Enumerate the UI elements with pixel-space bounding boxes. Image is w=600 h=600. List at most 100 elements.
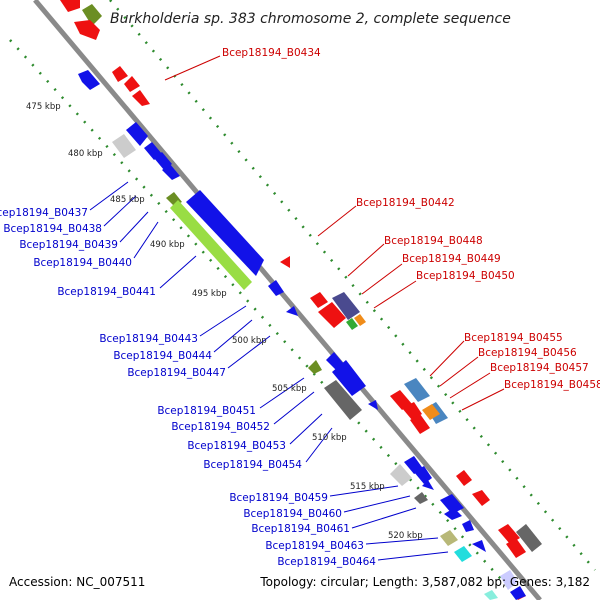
gene-cyan [484,590,498,600]
gene-lightgrey [112,134,136,158]
leader-line-B0447 [227,335,271,369]
gene-red [390,390,412,410]
kbp-label: 515 kbp [350,482,385,492]
gene-label-B0456[interactable]: Bcep18194_B0456 [478,347,577,359]
gene-red [506,538,526,558]
gene-label-B0458[interactable]: Bcep18194_B0458 [504,379,600,391]
leader-line-B0444 [213,319,253,353]
gene-blue [268,280,284,296]
topology-text: Topology: circular; Length: 3,587,082 bp… [259,575,590,589]
gene-label-B0451[interactable]: Bcep18194_B0451 [157,405,256,417]
gene-red [132,90,150,106]
gene-khaki [440,530,458,546]
leader-line-B0458 [461,388,505,411]
leader-line-B0451 [259,377,305,409]
gene-label-B0448[interactable]: Bcep18194_B0448 [384,235,483,247]
gene-blue [126,122,148,146]
gene-red [402,402,422,420]
kbp-label: 475 kbp [26,102,61,112]
gene-red [112,66,128,82]
leader-line-B0459 [329,485,399,497]
kbp-label: 500 kbp [232,336,267,346]
gene-lightgreen [170,200,252,290]
leader-line-B0464 [377,551,449,561]
gene-orange [422,404,440,420]
gene-label-B0434[interactable]: Bcep18194_B0434 [222,47,321,59]
gene-blue [472,540,486,552]
gene-label-B0454[interactable]: Bcep18194_B0454 [203,459,302,471]
leader-line-B0455 [429,340,465,377]
gene-label-B0459[interactable]: Bcep18194_B0459 [229,492,328,504]
gene-label-B0460[interactable]: Bcep18194_B0460 [243,508,342,520]
gene-blue [78,70,100,90]
gene-steelblue [404,378,430,402]
gene-label-B0443[interactable]: Bcep18194_B0443 [99,333,198,345]
gene-blue [326,352,344,370]
leader-line-B0461 [351,507,417,529]
map-title: Burkholderia sp. 383 chromosome 2, compl… [110,11,511,27]
tick-tracks [9,0,596,600]
leader-line-B0450 [373,280,417,309]
kbp-labels: 475 kbp 480 kbp 485 kbp 490 kbp 495 kbp … [26,102,423,541]
kbp-label: 495 kbp [192,289,227,299]
gene-blue [440,494,464,514]
outer-tick-track [109,0,596,571]
kbp-label: 520 kbp [388,531,423,541]
leader-line-B0457 [449,372,491,399]
right-gene-labels: Bcep18194_B0434 Bcep18194_B0442 Bcep1819… [222,47,600,391]
gene-blue [368,400,378,410]
gene-lightgrey [500,570,518,590]
gene-label-B0452[interactable]: Bcep18194_B0452 [171,421,270,433]
gene-label-B0440[interactable]: Bcep18194_B0440 [33,257,132,269]
gene-blue [422,480,434,490]
gene-green [346,318,358,330]
gene-cyan [454,546,472,562]
accession-text: Accession: NC_007511 [9,575,145,589]
gene-label-B0442[interactable]: Bcep18194_B0442 [356,197,455,209]
leader-line-B0449 [361,263,403,295]
gene-blue [286,306,298,316]
gene-blue [414,466,432,484]
gene-blue [462,520,474,532]
leader-line-B0441 [159,255,197,289]
gene-blue [510,586,526,600]
gene-green [82,4,102,26]
gene-label-B0439[interactable]: Bcep18194_B0439 [19,239,118,251]
gene-label-B0447[interactable]: Bcep18194_B0447 [127,367,226,379]
gene-label-B0461[interactable]: Bcep18194_B0461 [251,523,350,535]
gene-label-B0438[interactable]: Bcep18194_B0438 [3,223,102,235]
gene-blue [154,152,172,170]
gene-red [472,490,490,506]
left-gene-labels: Bcep18194_B0437 Bcep18194_B0438 Bcep1819… [0,207,376,568]
gene-label-B0441[interactable]: Bcep18194_B0441 [57,286,156,298]
forward-strand-genes [78,70,526,600]
gene-orange [354,314,366,326]
leader-line-B0438 [103,195,137,227]
gene-blue [186,190,264,276]
kbp-label: 485 kbp [110,195,145,205]
gene-grey [414,492,428,504]
gene-label-B0464[interactable]: Bcep18194_B0464 [277,556,376,568]
gene-lightgrey [390,464,412,486]
gene-label-B0444[interactable]: Bcep18194_B0444 [113,350,212,362]
gene-label-B0449[interactable]: Bcep18194_B0449 [402,253,501,265]
leader-line-B0434 [164,55,221,81]
gene-red [410,414,430,434]
gene-label-B0450[interactable]: Bcep18194_B0450 [416,270,515,282]
gene-label-B0463[interactable]: Bcep18194_B0463 [265,540,364,552]
leader-line-B0439 [119,211,149,243]
gene-label-B0453[interactable]: Bcep18194_B0453 [187,440,286,452]
gene-grey [324,380,362,420]
gene-label-B0455[interactable]: Bcep18194_B0455 [464,332,563,344]
leader-line-B0460 [343,495,411,513]
leader-line-B0448 [347,243,385,277]
kbp-label: 505 kbp [272,384,307,394]
gene-grey [516,524,542,552]
gene-label-B0437[interactable]: Bcep18194_B0437 [0,207,88,219]
kbp-label: 480 kbp [68,149,103,159]
leader-line-B0442 [317,205,357,237]
gene-blue [332,360,366,396]
gene-label-B0457[interactable]: Bcep18194_B0457 [490,362,589,374]
gene-blue [444,508,462,520]
leader-line-B0463 [365,537,439,545]
